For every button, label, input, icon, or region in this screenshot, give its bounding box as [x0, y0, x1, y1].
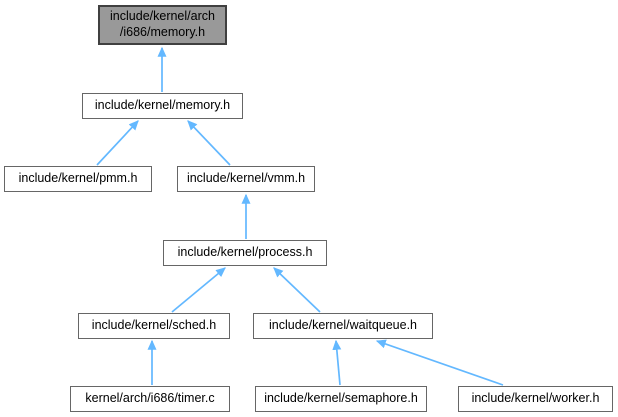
- edge-sched-to-process: [171, 267, 226, 313]
- node-include-kernel-worker-h[interactable]: include/kernel/worker.h: [458, 386, 613, 412]
- node-include-kernel-waitqueue-h[interactable]: include/kernel/waitqueue.h: [253, 313, 433, 339]
- node-include-kernel-pmm-h[interactable]: include/kernel/pmm.h: [4, 166, 152, 192]
- node-include-kernel-vmm-h[interactable]: include/kernel/vmm.h: [177, 166, 315, 192]
- node-include-kernel-process-h[interactable]: include/kernel/process.h: [163, 240, 327, 266]
- edge-semaphore-to-waitqueue: [332, 339, 342, 386]
- edge-pmm-to-memory: [96, 120, 139, 166]
- node-kernel-arch-i686-timer-c[interactable]: kernel/arch/i686/timer.c: [70, 386, 230, 412]
- node-include-kernel-arch-i686-memory-h[interactable]: include/kernel/arch /i686/memory.h: [98, 5, 227, 45]
- edge-vmm-to-memory: [187, 120, 231, 166]
- node-include-kernel-memory-h[interactable]: include/kernel/memory.h: [82, 93, 243, 119]
- node-include-kernel-semaphore-h[interactable]: include/kernel/semaphore.h: [255, 386, 427, 412]
- edge-worker-to-waitqueue: [375, 339, 504, 386]
- edge-waitqueue-to-process: [273, 267, 321, 313]
- node-include-kernel-sched-h[interactable]: include/kernel/sched.h: [78, 313, 230, 339]
